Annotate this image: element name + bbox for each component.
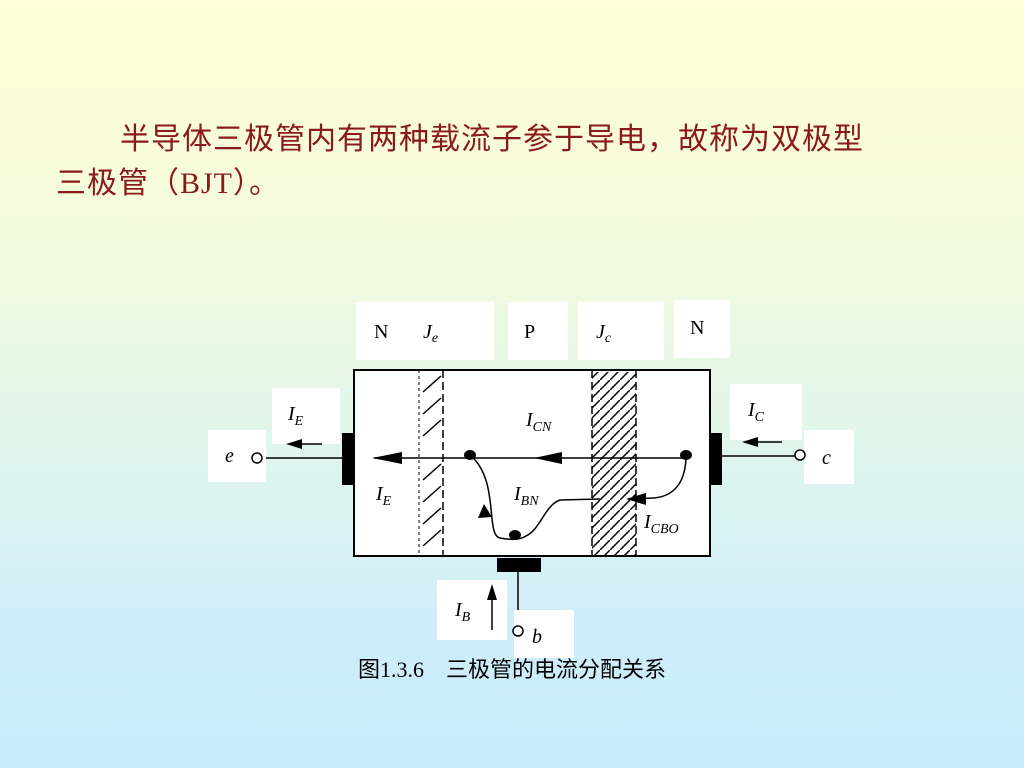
figure-caption: 图1.3.6 三极管的电流分配关系 bbox=[0, 652, 1024, 684]
region-label-collector: N bbox=[690, 317, 704, 339]
base-terminal-box bbox=[514, 610, 574, 658]
ib-arrowhead bbox=[487, 584, 497, 600]
ib-main: I bbox=[454, 599, 463, 621]
base-contact bbox=[497, 558, 541, 572]
icbo-curve bbox=[627, 454, 687, 500]
collector-terminal-label: c bbox=[822, 447, 831, 469]
emitter-terminal-label: e bbox=[225, 445, 234, 467]
current-label-icn: ICN bbox=[525, 409, 552, 435]
caption-gap bbox=[424, 658, 446, 683]
figure-caption-text: 三极管的电流分配关系 bbox=[446, 658, 667, 683]
junction-label-box-jc bbox=[578, 302, 664, 360]
jc-main: J bbox=[596, 321, 606, 343]
icbo-arrowhead bbox=[626, 493, 646, 505]
paragraph-line-2-suffix: ）。 bbox=[233, 166, 281, 201]
ibn-arrowhead bbox=[478, 504, 492, 518]
jc-sub: c bbox=[605, 331, 612, 346]
paragraph-line-2: 三极管（BJT）。 bbox=[56, 162, 976, 206]
paragraph-line-1: 半导体三极管内有两种载流子参于导电，故称为双极型 bbox=[120, 122, 864, 157]
ic-box bbox=[730, 384, 802, 440]
je-main: J bbox=[423, 321, 433, 343]
current-label-ib: IB bbox=[454, 599, 471, 625]
icn-arrowhead bbox=[534, 452, 562, 464]
ibn-curve bbox=[469, 454, 601, 541]
collector-terminal-box bbox=[804, 430, 854, 484]
ic-arrowhead bbox=[742, 437, 758, 447]
ib-box bbox=[437, 580, 507, 640]
ib-sub: B bbox=[462, 610, 471, 625]
emitter-contact bbox=[342, 433, 354, 485]
region-label-emitter: N bbox=[374, 321, 388, 343]
bjt-acronym: BJT bbox=[180, 167, 234, 200]
je-sub: e bbox=[432, 331, 438, 346]
base-terminal-label: b bbox=[532, 626, 542, 648]
region-label-box-base bbox=[508, 302, 568, 360]
junction-label-je: Je bbox=[423, 321, 438, 346]
region-label-base: P bbox=[524, 321, 535, 343]
icbo-sub: CBO bbox=[651, 522, 679, 537]
current-label-icbo: ICBO bbox=[643, 511, 679, 537]
ibn-sub: BN bbox=[521, 494, 540, 509]
junction-label-jc: Jc bbox=[596, 321, 612, 346]
icbo-main: I bbox=[643, 511, 652, 533]
current-label-ie-outer: IE bbox=[287, 403, 304, 429]
collector-terminal bbox=[794, 449, 806, 461]
icn-main: I bbox=[525, 409, 534, 431]
ie-inner-sub: E bbox=[382, 494, 392, 509]
ic-main: I bbox=[747, 399, 756, 421]
ibn-main: I bbox=[513, 483, 522, 505]
intro-paragraph: 半导体三极管内有两种载流子参于导电，故称为双极型 三极管（BJT）。 bbox=[56, 118, 976, 206]
current-label-ibn: IBN bbox=[513, 483, 539, 509]
figure-number: 图1.3.6 bbox=[357, 657, 424, 682]
current-label-ie-inner: IE bbox=[375, 483, 392, 509]
emitter-junction-hatch bbox=[422, 375, 442, 547]
collector-junction-hatch bbox=[592, 372, 636, 556]
transistor-body bbox=[353, 369, 711, 557]
carrier-dot-base bbox=[509, 530, 521, 540]
paragraph-line-2-prefix: 三极管（ bbox=[56, 166, 180, 201]
base-terminal bbox=[512, 625, 524, 637]
region-label-box-emitter bbox=[356, 302, 494, 360]
region-label-box-collector bbox=[674, 300, 730, 358]
current-label-ic: IC bbox=[747, 399, 765, 425]
emitter-terminal bbox=[251, 452, 263, 464]
collector-contact bbox=[710, 433, 722, 485]
ie-outer-arrowhead bbox=[286, 439, 302, 449]
ic-sub: C bbox=[755, 410, 765, 425]
ie-inner-main: I bbox=[375, 483, 384, 505]
icn-sub: CN bbox=[533, 420, 552, 435]
ie-inner-arrowhead bbox=[372, 452, 402, 464]
ie-outer-main: I bbox=[287, 403, 296, 425]
ie-outer-box bbox=[272, 388, 340, 444]
ie-outer-sub: E bbox=[294, 414, 304, 429]
